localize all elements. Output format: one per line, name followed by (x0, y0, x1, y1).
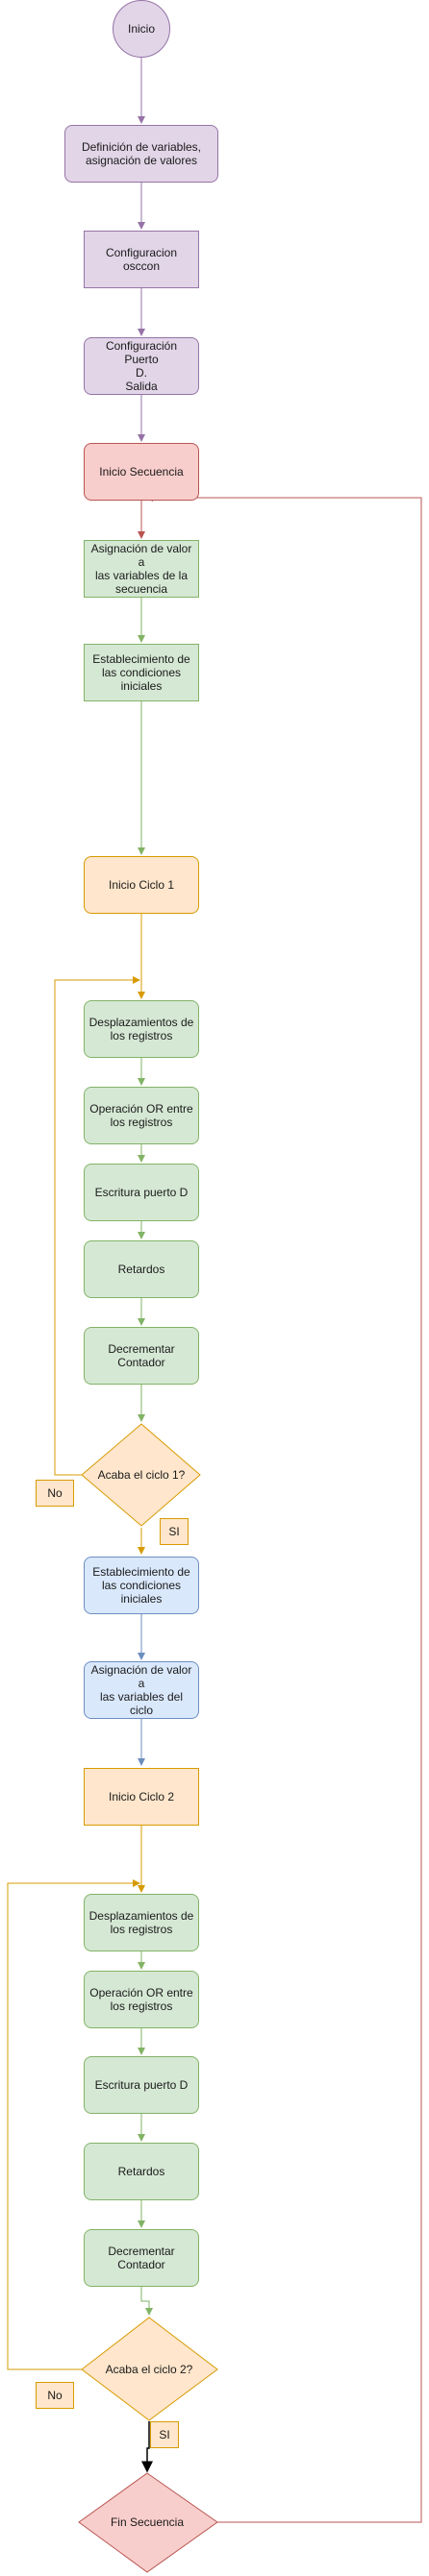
escritura2-node: Escritura puerto D (84, 2056, 199, 2114)
inicio-secuencia-node: Inicio Secuencia (84, 443, 199, 501)
fin-label: Fin Secuencia (110, 2515, 185, 2529)
ciclo1-node: Inicio Ciclo 1 (84, 856, 199, 914)
establecimiento1-node: Establecimiento de las condiciones inici… (84, 644, 199, 701)
si2-label: SI (150, 2421, 179, 2448)
ciclo2-node: Inicio Ciclo 2 (84, 1768, 199, 1826)
retardos1-node: Retardos (84, 1240, 199, 1298)
desp2-node: Desplazamientos de los registros (84, 1894, 199, 1951)
no2-label: No (36, 2382, 74, 2409)
or2-node: Operación OR entre los registros (84, 1971, 199, 2028)
edge-decrementar2-acaba2 (140, 2287, 153, 2316)
acaba1-label: Acaba el ciclo 1? (97, 1468, 186, 1482)
start-node: Inicio (113, 0, 170, 58)
establecimiento2-node: Establecimiento de las condiciones inici… (84, 1557, 199, 1614)
retardos2-node: Retardos (84, 2143, 199, 2200)
escritura1-node: Escritura puerto D (84, 1164, 199, 1221)
edge-fin-return-loop (145, 494, 422, 2523)
edge-acaba2-no-loop (7, 1879, 140, 2370)
decrementar1-node: Decrementar Contador (84, 1327, 199, 1385)
diamond-acaba2-shape (81, 2317, 218, 2421)
diamond-acaba1-shape (81, 1423, 201, 1527)
asignacion1-node: Asignación de valor a las variables de l… (84, 540, 199, 598)
edge-acaba2-si (141, 2421, 153, 2473)
puerto-node: Configuración Puerto D. Salida (84, 337, 199, 395)
or1-node: Operación OR entre los registros (84, 1087, 199, 1144)
decrementar2-node: Decrementar Contador (84, 2229, 199, 2287)
desp1-node: Desplazamientos de los registros (84, 1000, 199, 1058)
diamond-fin-shape (78, 2472, 218, 2573)
definicion-node: Definición de variables, asignación de v… (64, 125, 218, 183)
si1-label: SI (160, 1518, 189, 1545)
no1-label: No (36, 1480, 74, 1507)
osccon-node: Configuracion osccon (84, 231, 199, 288)
acaba2-label: Acaba el ciclo 2? (105, 2363, 193, 2376)
asignacion2-node: Asignación de valor a las variables del … (84, 1661, 199, 1719)
edge-acaba1-no-loop (54, 976, 140, 1476)
